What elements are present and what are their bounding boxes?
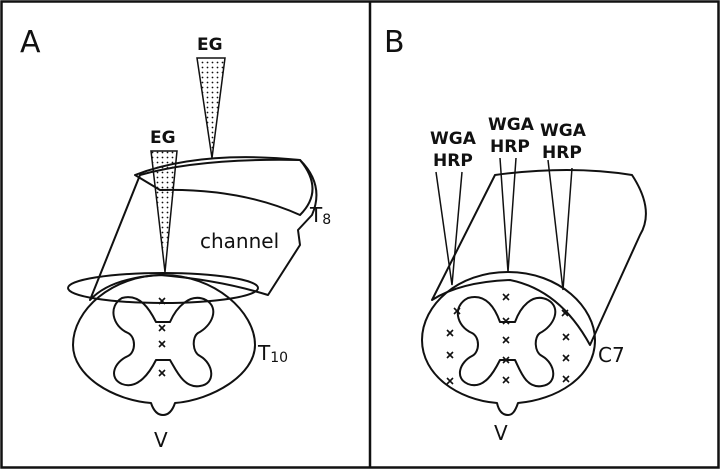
cross-marker [158,340,166,348]
panel-b: B WGA HRP [384,25,647,445]
channel-label: channel [200,229,279,253]
cross-marker [562,333,570,341]
cross-marker [562,375,570,383]
cross-marker [502,336,510,344]
grey-matter-a [112,296,215,388]
pipette-mid-a [150,150,178,273]
cross-marker [158,324,166,332]
injection-pipettes-b [435,157,573,291]
injection-label-left-line1: WGA [430,129,477,149]
injection-label-right-line1: WGA [540,121,587,141]
cross-marker [453,307,461,315]
cord-cylinder-b [431,169,647,346]
pipette-top-a [196,57,226,159]
cross-marker [446,377,454,385]
pipette-top-label: EG [197,35,223,55]
rostral-rim-a [134,156,314,216]
pipette-middle-b [499,157,517,273]
t8-label: T8 [309,203,331,228]
pipette-mid-label: EG [150,128,176,148]
cross-marker [561,309,569,317]
cross-marker [502,317,510,325]
cross-marker [446,329,454,337]
injection-label-mid-line2: HRP [490,137,530,157]
c7-label: C7 [598,343,625,367]
injection-label-right-line2: HRP [542,143,582,163]
pipette-left-b [435,171,463,286]
pipette-right-b [547,159,573,291]
cross-marker [502,356,510,364]
grey-matter-b [457,296,557,388]
cross-marker [562,354,570,362]
cross-marker [502,293,510,301]
injection-label-left-line2: HRP [433,151,473,171]
cross-marker [158,369,166,377]
cross-marker [158,297,166,305]
t10-label: T10 [257,341,288,366]
injection-crosses-a [158,297,166,377]
panel-a: A EG EG channel T8 T10 V [20,25,331,452]
panel-b-letter: B [384,25,405,60]
panel-a-letter: A [20,25,41,60]
injection-label-mid-line1: WGA [488,115,535,135]
ventral-label-a: V [154,428,168,452]
ventral-label-b: V [494,421,508,445]
cross-marker [446,351,454,359]
cord-section-a [72,274,256,416]
cross-marker [502,376,510,384]
label-crosses-b [446,293,570,385]
cord-section-b [421,271,596,416]
